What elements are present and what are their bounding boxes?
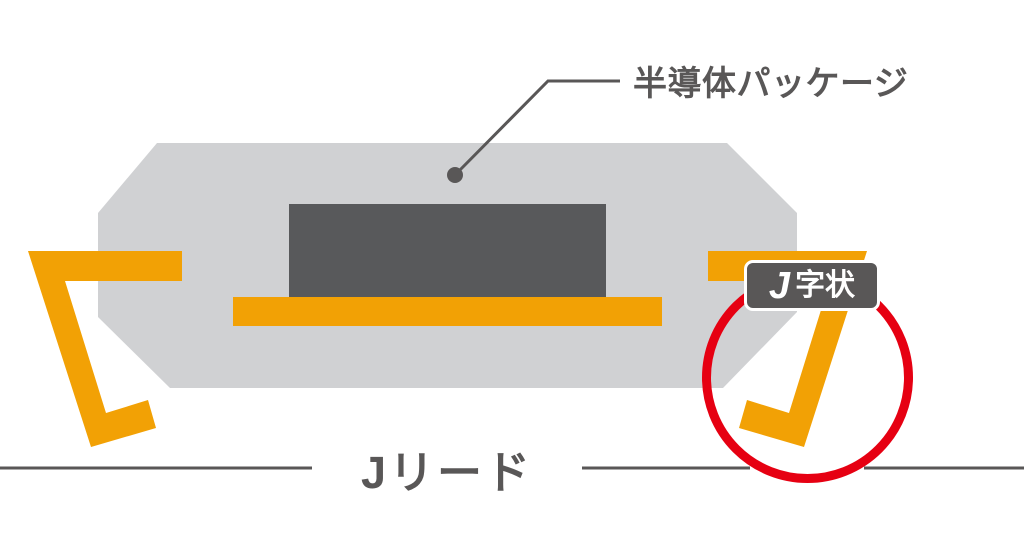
die-pad [233, 297, 662, 326]
j-shape-badge: J 字状 [744, 260, 880, 311]
left-j-lead [28, 251, 182, 447]
leader-line [453, 79, 620, 177]
die [289, 204, 606, 297]
badge-j-letter: J [768, 264, 791, 307]
badge-suffix-text: 字状 [795, 268, 856, 302]
jlead-label: Jリード [360, 447, 534, 498]
leader-dot [447, 167, 463, 183]
package-label: 半導体パッケージ [633, 65, 909, 103]
